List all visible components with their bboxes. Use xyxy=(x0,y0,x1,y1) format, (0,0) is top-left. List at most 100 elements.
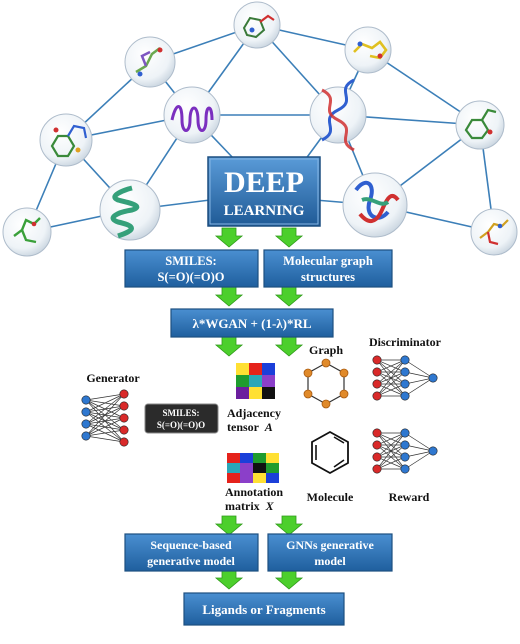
network-node xyxy=(372,355,382,365)
arrow-seq-to-ligands xyxy=(214,569,244,590)
grid-cell xyxy=(253,473,266,483)
network-edge xyxy=(404,377,434,385)
network-edge xyxy=(376,383,406,397)
grid-cell xyxy=(253,453,266,463)
network-node xyxy=(400,464,410,474)
sequence-model-box: Sequence-based generative model xyxy=(124,533,259,572)
gnn-model-box: GNNs generative model xyxy=(267,533,393,572)
network-edge xyxy=(376,456,406,470)
generator-label: Generator xyxy=(86,371,140,385)
network-node xyxy=(119,425,129,435)
adjacency-line1: Adjacency xyxy=(227,406,281,420)
network-edge xyxy=(404,377,434,397)
grid-cell xyxy=(236,363,249,375)
adjacency-tensor-label: Adjacency tensor A xyxy=(227,406,281,434)
arrow-smiles-to-wgan xyxy=(214,286,244,307)
adjacency-tensor-grid xyxy=(236,363,275,399)
network-node xyxy=(81,431,91,441)
arrow-to-gnn-model xyxy=(274,515,304,536)
network-edge xyxy=(404,359,434,379)
graph-label: Graph xyxy=(309,343,343,357)
bubble-molecule-lower-right xyxy=(470,208,518,256)
smiles-small-line1: SMILES: xyxy=(162,408,199,418)
discriminator-network: Discriminator xyxy=(369,335,442,401)
bubble-beta-sheet xyxy=(342,172,408,238)
network-node xyxy=(400,452,410,462)
network-edge xyxy=(376,432,406,446)
network-node xyxy=(81,407,91,417)
network-edge xyxy=(376,359,406,373)
grid-cell xyxy=(236,387,249,399)
grid-cell xyxy=(227,473,240,483)
network-edge xyxy=(404,371,434,379)
deep-learning-box: DEEP LEARNING xyxy=(207,156,321,227)
ligands-label: Ligands or Fragments xyxy=(202,602,325,617)
grid-cell xyxy=(227,463,240,473)
bubble-molecule-lower-left xyxy=(2,207,52,257)
grid-cell xyxy=(253,463,266,473)
network-node xyxy=(400,428,410,438)
smiles-small-line2: S(=O)(=O)O xyxy=(157,420,205,430)
network-edge xyxy=(85,393,125,413)
bubble-molecule-left xyxy=(124,36,176,88)
network-edge xyxy=(404,432,434,452)
annotation-symbol: X xyxy=(265,499,275,513)
network-edge xyxy=(376,432,406,458)
arrow-wgan-right xyxy=(274,336,304,357)
smiles-box: SMILES: S(=O)(=O)O xyxy=(124,249,259,288)
network-edge xyxy=(404,450,434,458)
wgan-rl-box: λ*WGAN + (1-λ)*RL xyxy=(170,308,334,338)
gnn-line2: model xyxy=(314,554,346,568)
network-edge xyxy=(376,371,406,397)
wgan-label: λ*WGAN + (1-λ)*RL xyxy=(192,316,311,331)
network-node xyxy=(119,437,129,447)
bubble-molecule-top xyxy=(233,1,281,49)
molecular-graph-box: Molecular graph structures xyxy=(263,249,393,288)
bubble-molecule-yellow xyxy=(344,26,392,74)
network-edge xyxy=(85,417,125,437)
network-edge xyxy=(376,432,406,470)
bubble-protein-coil xyxy=(163,86,221,144)
grid-cell xyxy=(240,463,253,473)
molgraph-line1: Molecular graph xyxy=(283,254,373,268)
grid-cell xyxy=(240,473,253,483)
grid-cell xyxy=(262,387,275,399)
grid-cell xyxy=(249,375,262,387)
arrow-gnn-to-ligands xyxy=(274,569,304,590)
grid-cell xyxy=(266,453,279,463)
molecule-label: Molecule xyxy=(307,490,354,504)
arrow-deep-to-smiles xyxy=(214,227,244,248)
annotation-line2: matrix X xyxy=(225,499,275,513)
network-node xyxy=(372,379,382,389)
arrow-molgraph-to-wgan xyxy=(274,286,304,307)
network-node xyxy=(372,452,382,462)
reward-network: Reward xyxy=(372,428,438,504)
network-node xyxy=(81,395,91,405)
adjacency-symbol: A xyxy=(264,420,273,434)
grid-cell xyxy=(236,375,249,387)
bubble-green-helix xyxy=(99,179,161,241)
deep-label: DEEP xyxy=(224,166,304,199)
molgraph-line2: structures xyxy=(301,270,355,284)
seq-line1: Sequence-based xyxy=(150,538,232,552)
discriminator-label: Discriminator xyxy=(369,335,442,349)
network-node xyxy=(372,367,382,377)
annotation-matrix-grid xyxy=(227,453,279,483)
network-node xyxy=(428,446,438,456)
bubble-dna-helix xyxy=(309,78,367,152)
network-node xyxy=(119,413,129,423)
network-edge xyxy=(376,444,406,470)
benzene-molecule: Molecule xyxy=(307,430,354,504)
grid-cell xyxy=(266,463,279,473)
network-node xyxy=(400,367,410,377)
grid-cell xyxy=(262,363,275,375)
network-node xyxy=(372,428,382,438)
smiles-box-line2: S(=O)(=O)O xyxy=(157,270,224,284)
arrow-deep-to-molgraph xyxy=(274,227,304,248)
grid-cell xyxy=(249,387,262,399)
annotation-matrix-word: matrix xyxy=(225,499,260,513)
grid-cell xyxy=(240,453,253,463)
generator-network: Generator xyxy=(81,371,140,447)
adjacency-line2: tensor A xyxy=(227,420,273,434)
